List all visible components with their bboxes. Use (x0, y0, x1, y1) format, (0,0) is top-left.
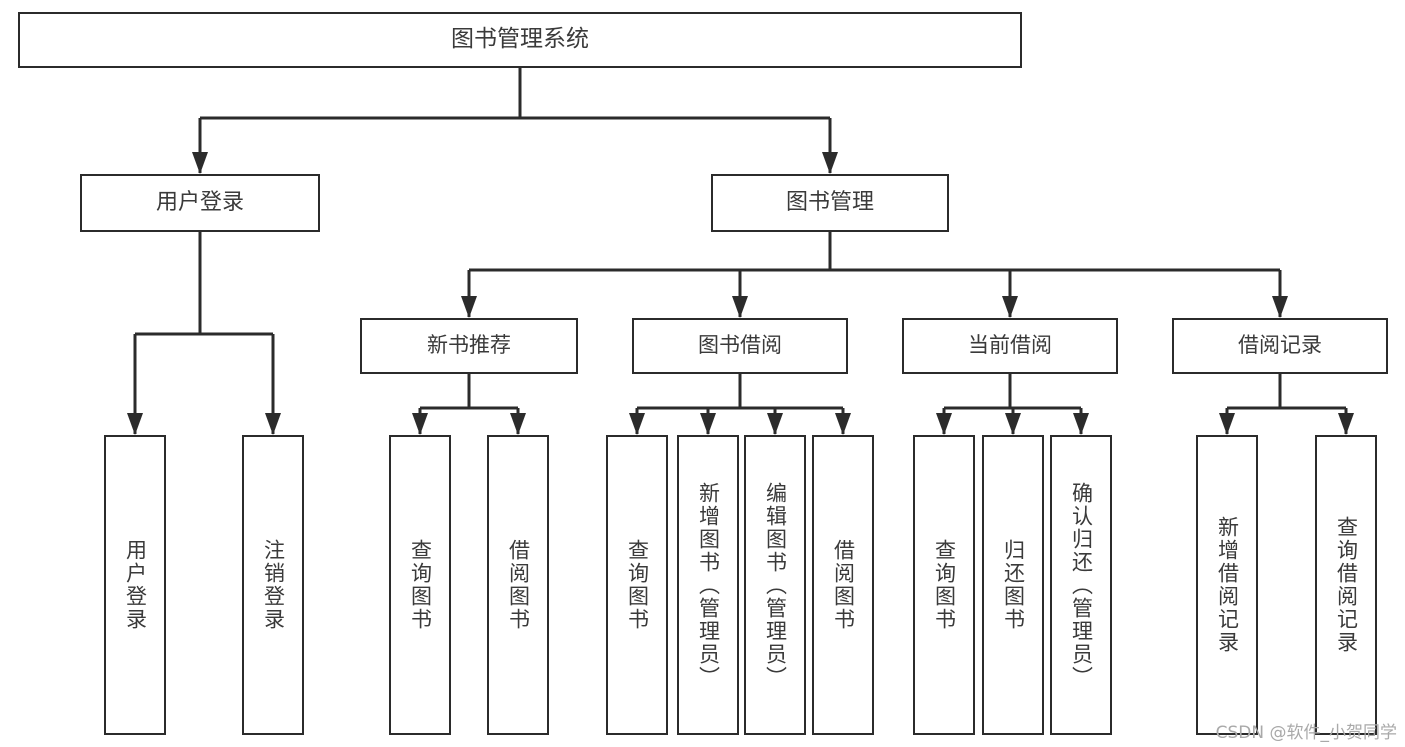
node-label: 新增图书（管理员） (696, 481, 721, 689)
node-label: 图书借阅 (698, 333, 782, 358)
node-leaf-add-book: 新增图书（管理员） (677, 435, 739, 735)
node-label: 编辑图书（管理员） (763, 481, 788, 689)
node-label: 借阅记录 (1238, 333, 1322, 358)
node-leaf-borrow-book-2: 借阅图书 (812, 435, 874, 735)
node-leaf-edit-book: 编辑图书（管理员） (744, 435, 806, 735)
node-leaf-borrow-book-1: 借阅图书 (487, 435, 549, 735)
node-label: 借阅图书 (831, 539, 856, 631)
node-label: 用户登录 (155, 189, 244, 215)
node-root: 图书管理系统 (18, 12, 1022, 68)
node-leaf-return-book: 归还图书 (982, 435, 1044, 735)
node-label: 注销登录 (261, 539, 286, 631)
node-new-book-recommend: 新书推荐 (360, 318, 578, 374)
node-leaf-query-book-2: 查询图书 (606, 435, 668, 735)
node-label: 查询图书 (932, 539, 957, 631)
node-leaf-query-book-1: 查询图书 (389, 435, 451, 735)
node-label: 用户登录 (123, 539, 148, 631)
node-label: 新增借阅记录 (1215, 516, 1240, 654)
node-borrow-record: 借阅记录 (1172, 318, 1388, 374)
csdn-watermark: CSDN @软件_小贺同学 (1215, 723, 1397, 743)
node-label: 图书管理 (785, 189, 874, 215)
node-current-borrow: 当前借阅 (902, 318, 1118, 374)
node-book-manage: 图书管理 (711, 174, 949, 232)
node-user-login: 用户登录 (80, 174, 320, 232)
node-label: 当前借阅 (968, 333, 1052, 358)
node-label: 新书推荐 (427, 333, 511, 358)
node-leaf-add-record: 新增借阅记录 (1196, 435, 1258, 735)
node-leaf-user-logout: 注销登录 (242, 435, 304, 735)
node-label: 查询图书 (408, 539, 433, 631)
node-leaf-confirm-return: 确认归还（管理员） (1050, 435, 1112, 735)
node-label: 归还图书 (1001, 539, 1026, 631)
node-label: 图书管理系统 (451, 26, 589, 53)
node-label: 确认归还（管理员） (1069, 481, 1094, 689)
node-leaf-query-record: 查询借阅记录 (1315, 435, 1377, 735)
node-label: 借阅图书 (506, 539, 531, 631)
node-label: 查询图书 (625, 539, 650, 631)
node-book-borrow: 图书借阅 (632, 318, 848, 374)
node-leaf-query-book-3: 查询图书 (913, 435, 975, 735)
node-leaf-user-login: 用户登录 (104, 435, 166, 735)
node-label: 查询借阅记录 (1334, 516, 1359, 654)
